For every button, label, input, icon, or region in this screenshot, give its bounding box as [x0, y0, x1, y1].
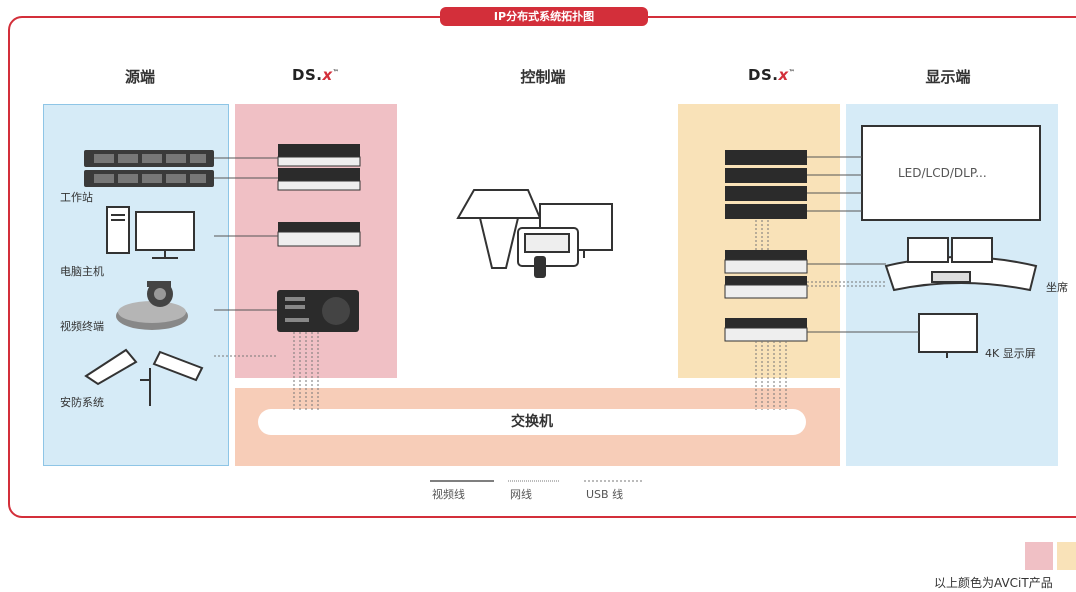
video-cables: [214, 156, 919, 333]
source-label-pc: 电脑主机: [60, 265, 104, 278]
control-console-icon: [456, 189, 613, 269]
4k-monitor-icon: [918, 313, 978, 358]
footer-note: 以上颜色为AVCiT产品: [934, 576, 1053, 590]
display-label-wall: LED/LCD/DLP...: [898, 166, 987, 180]
ds-logo-left: DS.x™: [292, 66, 340, 84]
touch-hand-icon: [534, 256, 546, 278]
swatch-yellow: [1057, 542, 1076, 570]
source-header: 源端: [124, 68, 155, 86]
legend-network: 网线: [510, 488, 532, 501]
source-label-video-terminal: 视频终端: [60, 320, 104, 333]
ds-logo-right: DS.x™: [748, 66, 796, 84]
network-cables-left: [293, 332, 319, 410]
video-wall-icon: [861, 125, 1041, 221]
encoder-devices: [277, 144, 361, 332]
legend-usb: USB 线: [586, 488, 624, 501]
usb-cables: [214, 281, 886, 357]
desktop-pc-icon: [106, 206, 195, 259]
security-camera-icon: [84, 348, 204, 406]
console-seat-icon: [884, 237, 1038, 292]
source-label-workstation: 工作站: [60, 191, 93, 204]
swatch-pink: [1025, 542, 1053, 570]
display-header: 显示端: [925, 68, 971, 86]
video-terminal-icon: [116, 281, 188, 330]
display-label-monitor: 4K 显示屏: [985, 347, 1036, 360]
decoder-devices: [724, 150, 808, 342]
switch-label: 交换机: [258, 409, 806, 435]
source-label-security: 安防系统: [60, 396, 104, 409]
network-cables-right: [755, 220, 787, 410]
legend-video: 视频线: [432, 488, 465, 501]
display-label-console: 坐席: [1046, 281, 1068, 294]
workstation-icon: [84, 150, 214, 187]
diagram-title: IP分布式系统拓扑图: [440, 7, 648, 26]
control-header: 控制端: [520, 68, 566, 86]
